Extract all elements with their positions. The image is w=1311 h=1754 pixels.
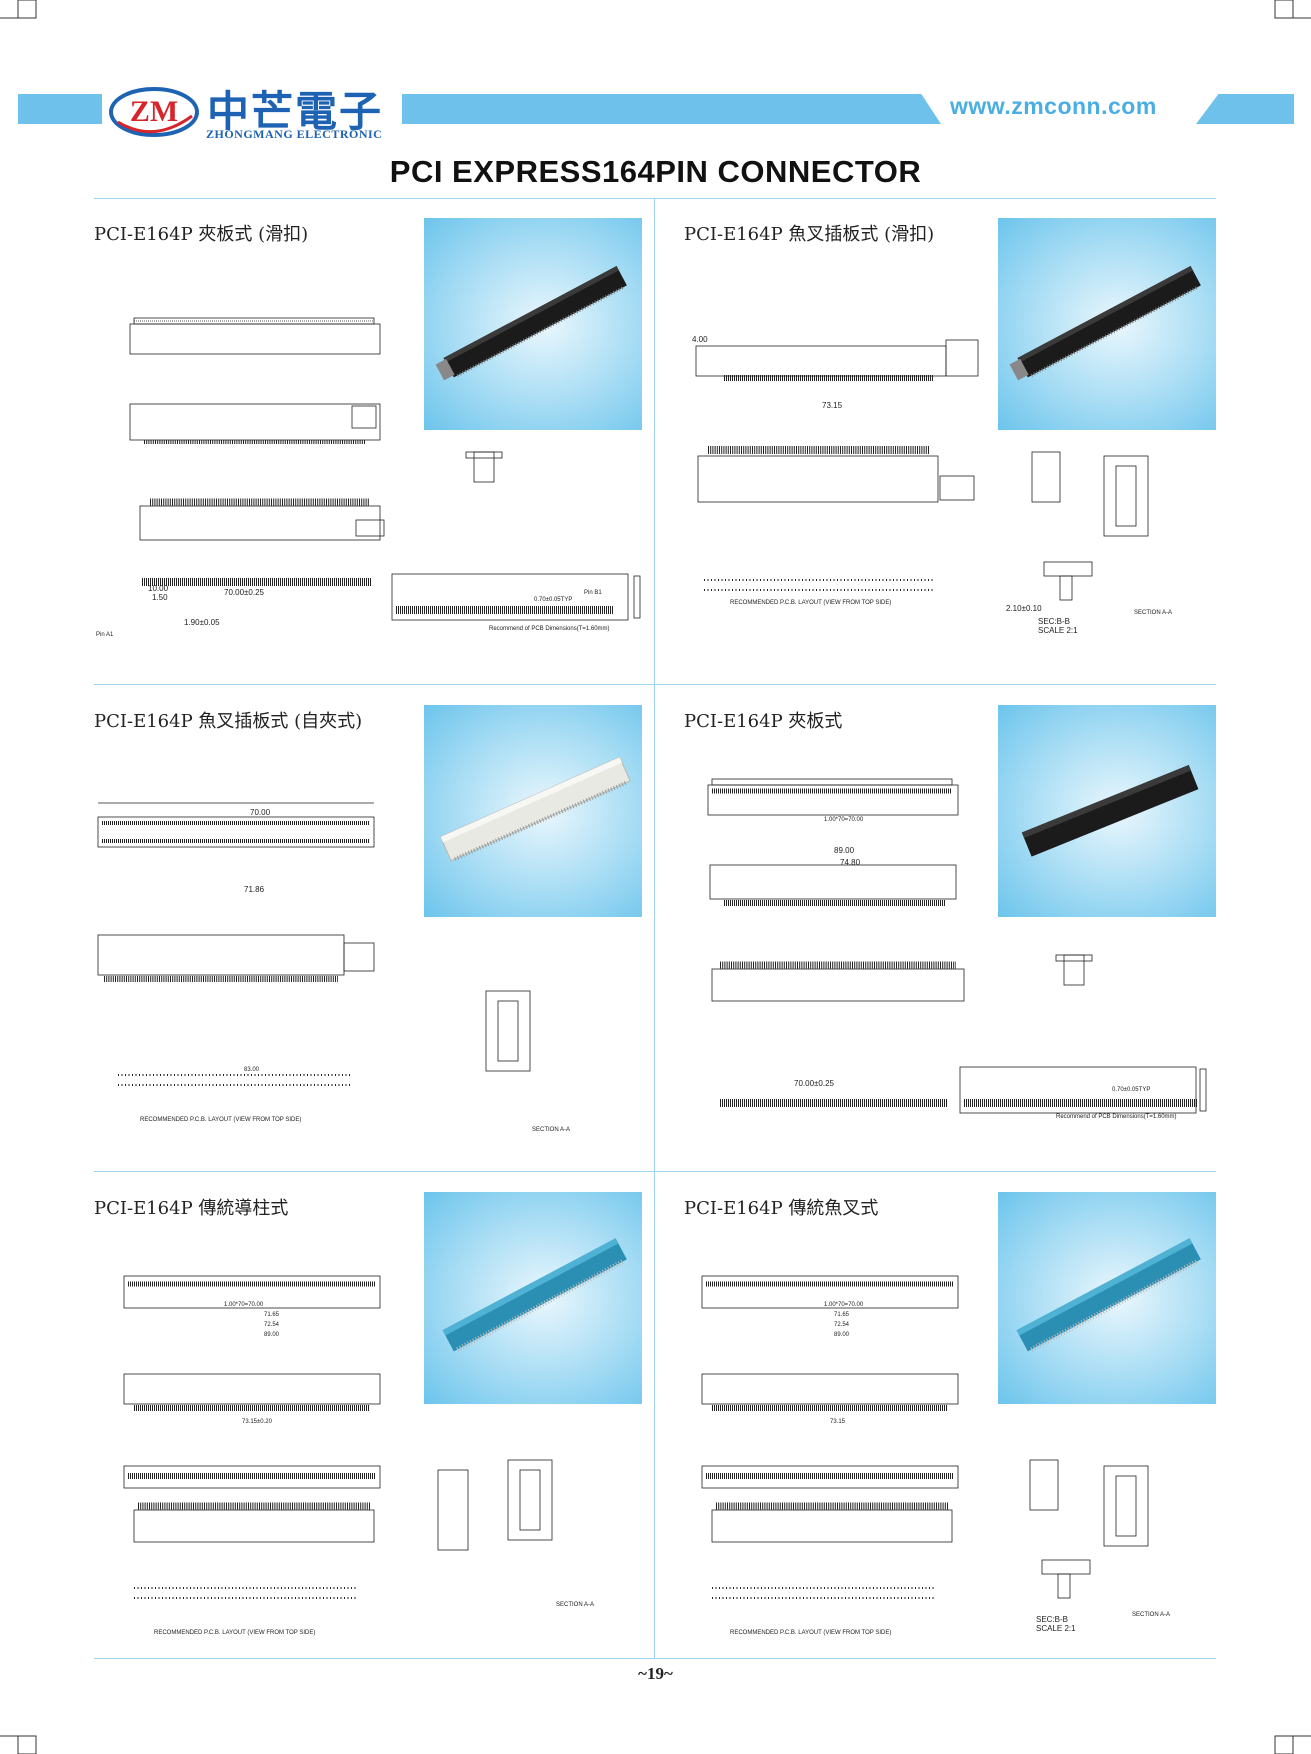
panel-title: PCI-E164P 傳統導柱式 (94, 1198, 289, 1219)
svg-text:89.00: 89.00 (264, 1332, 280, 1338)
svg-text:SEC:B-B: SEC:B-B (1038, 617, 1070, 626)
svg-text:SCALE 2:1: SCALE 2:1 (1036, 1624, 1076, 1633)
product-photo (424, 705, 642, 917)
divider-top (94, 198, 1216, 199)
divider-row-2 (94, 1171, 1216, 1172)
product-photo (998, 1192, 1216, 1404)
svg-text:70.00: 70.00 (250, 808, 271, 817)
connector-photo-dark (1009, 265, 1201, 381)
panel-title: PCI-E164P 夾板式 (滑扣) (94, 224, 309, 245)
divider-row-1 (94, 684, 1216, 685)
svg-text:71.65: 71.65 (834, 1312, 850, 1318)
svg-text:0.70±0.05TYP: 0.70±0.05TYP (1112, 1087, 1150, 1093)
svg-text:83.00: 83.00 (244, 1067, 260, 1073)
panel-title: PCI-E164P 魚叉插板式 (自夾式) (94, 711, 363, 732)
svg-text:Recommend of PCB Dimensions(T=: Recommend of PCB Dimensions(T=1.60mm) (489, 626, 610, 632)
product-photo (424, 218, 642, 430)
technical-drawings: 70.00±0.25 10.00 1.50 1.90±0.05 0.70±0.0… (96, 317, 641, 638)
product-photo (424, 1192, 642, 1404)
svg-text:89.00: 89.00 (834, 846, 855, 855)
connector-photo-white (439, 756, 631, 862)
svg-text:0.70±0.05TYP: 0.70±0.05TYP (534, 597, 572, 603)
product-photo (998, 705, 1216, 917)
svg-text:72.54: 72.54 (264, 1322, 280, 1328)
svg-text:4.00: 4.00 (692, 335, 708, 344)
svg-text:10.00: 10.00 (148, 584, 169, 593)
svg-text:1.00*70=70.00: 1.00*70=70.00 (824, 1302, 864, 1308)
svg-text:RECOMMENDED P.C.B. LAYOUT (VIE: RECOMMENDED P.C.B. LAYOUT (VIEW FROM TOP… (140, 1117, 301, 1123)
svg-text:SEC:B-B: SEC:B-B (1036, 1615, 1068, 1624)
svg-text:SECTION A-A: SECTION A-A (556, 1602, 594, 1608)
svg-text:1.00*70=70.00: 1.00*70=70.00 (224, 1302, 264, 1308)
svg-text:73.15: 73.15 (822, 401, 843, 410)
svg-text:70.00±0.25: 70.00±0.25 (224, 588, 265, 597)
logo-chinese: 中芒電子 (207, 87, 384, 136)
svg-text:74.80: 74.80 (840, 858, 861, 867)
svg-text:RECOMMENDED P.C.B. LAYOUT (VIE: RECOMMENDED P.C.B. LAYOUT (VIEW FROM TOP… (730, 1630, 891, 1636)
logo-mark-text: ZM (130, 95, 178, 128)
panel-2: PCI-E164P 魚叉插板式 (滑扣) 73.15 4.00 RECOMME (684, 206, 1244, 676)
panel-title: PCI-E164P 傳統魚叉式 (684, 1198, 879, 1219)
product-photo (998, 218, 1216, 430)
divider-vertical (654, 198, 655, 1658)
svg-text:1.00*70=70.00: 1.00*70=70.00 (824, 817, 864, 823)
connector-photo-dark (1021, 765, 1199, 857)
technical-drawings: 70.00 71.86 RECOMMENDED P.C.B. LAYOUT (V… (97, 802, 570, 1133)
svg-text:SCALE 2:1: SCALE 2:1 (1038, 626, 1078, 635)
panel-1: PCI-E164P 夾板式 (滑扣) 70.00±0.25 10.00 (94, 206, 654, 676)
panel-4: PCI-E164P 夾板式 1.00*70=70.00 89.00 74.80 … (684, 693, 1244, 1163)
connector-photo-dark (435, 265, 627, 381)
panel-title: PCI-E164P 魚叉插板式 (滑扣) (684, 224, 935, 245)
svg-text:SECTION A-A: SECTION A-A (1132, 1612, 1170, 1618)
technical-drawings: 1.00*70=70.00 71.65 72.54 89.00 73.15±0.… (123, 1275, 594, 1636)
logo-english: ZHONGMANG ELECTRONIC (206, 127, 383, 141)
svg-text:1.90±0.05: 1.90±0.05 (184, 618, 220, 627)
svg-text:SECTION A-A: SECTION A-A (532, 1127, 570, 1133)
page-number: ~19~ (638, 1664, 673, 1683)
footer-divider (94, 1658, 1216, 1659)
connector-photo-blue (1016, 1238, 1201, 1352)
svg-text:89.00: 89.00 (834, 1332, 850, 1338)
svg-text:71.65: 71.65 (264, 1312, 280, 1318)
svg-text:2.10±0.10: 2.10±0.10 (1006, 604, 1042, 613)
technical-drawings: 1.00*70=70.00 71.65 72.54 89.00 73.15 RE… (701, 1275, 1170, 1636)
website-link[interactable]: www.zmconn.com (950, 93, 1157, 119)
panel-5: PCI-E164P 傳統導柱式 1.00*70=70.00 71.65 (94, 1180, 654, 1650)
svg-text:SECTION A-A: SECTION A-A (1134, 610, 1172, 616)
svg-text:RECOMMENDED P.C.B. LAYOUT (VIE: RECOMMENDED P.C.B. LAYOUT (VIEW FROM TOP… (730, 600, 891, 606)
url-tab (920, 92, 1220, 124)
panel-3: PCI-E164P 魚叉插板式 (自夾式) 70.00 71.86 RECOMM… (94, 693, 654, 1163)
svg-text:72.54: 72.54 (834, 1322, 850, 1328)
page-title: PCI EXPRESS164PIN CONNECTOR (389, 154, 922, 189)
svg-text:1.50: 1.50 (152, 593, 168, 602)
svg-text:71.86: 71.86 (244, 885, 265, 894)
zm-logo-mark: ZM (109, 87, 199, 137)
technical-drawings: 1.00*70=70.00 89.00 74.80 70.00±0.25 0.7… (707, 778, 1207, 1120)
panel-title: PCI-E164P 夾板式 (684, 711, 843, 732)
svg-text:Recommend of PCB Dimensions(T=: Recommend of PCB Dimensions(T=1.60mm) (1056, 1114, 1177, 1120)
technical-drawings: 73.15 4.00 RECOMMENDED P.C.B. LAYOUT (VI… (692, 335, 1172, 635)
svg-text:RECOMMENDED P.C.B. LAYOUT (VIE: RECOMMENDED P.C.B. LAYOUT (VIEW FROM TOP… (154, 1630, 315, 1636)
svg-text:73.15: 73.15 (830, 1419, 846, 1425)
svg-text:Pin B1: Pin B1 (584, 590, 602, 596)
panel-6: PCI-E164P 傳統魚叉式 1.00*70=70.00 7 (684, 1180, 1244, 1650)
svg-text:Pin A1: Pin A1 (96, 632, 114, 638)
svg-text:70.00±0.25: 70.00±0.25 (794, 1079, 835, 1088)
connector-photo-blue (442, 1238, 627, 1352)
svg-text:73.15±0.20: 73.15±0.20 (242, 1419, 273, 1425)
